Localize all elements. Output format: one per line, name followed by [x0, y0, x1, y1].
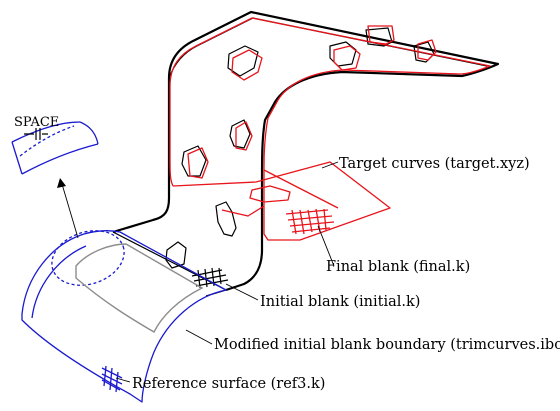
part-outline — [112, 10, 500, 292]
hole-top-left — [227, 45, 259, 77]
target-hole-slot — [221, 205, 265, 217]
target-hole-top-far — [417, 39, 437, 61]
leader-reference — [115, 377, 131, 383]
space-strip-top — [11, 121, 81, 143]
label-initial-blank: Initial blank (initial.k) — [260, 294, 420, 310]
target-hole-wall-upper — [235, 121, 253, 151]
space-inset: SPACE — [11, 115, 99, 175]
leader-final — [317, 225, 335, 267]
reference-dashed-ellipse — [51, 230, 125, 286]
reference-surface-outline — [21, 230, 227, 403]
annotations: Target curves (target.xyz) Final blank (… — [115, 156, 560, 392]
inset-arrow — [57, 178, 79, 239]
modified-boundary-curve — [75, 243, 204, 333]
hole-wall-mid — [215, 201, 237, 237]
formed-part — [112, 10, 500, 297]
target-part-outline — [169, 17, 491, 187]
reference-mesh — [101, 365, 123, 393]
hole-wall-upper — [229, 119, 251, 149]
reference-surface-inner-arc — [31, 245, 87, 319]
target-flange-fold — [263, 169, 339, 209]
space-dashed-line — [19, 125, 75, 157]
label-reference-surface: Reference surface (ref3.k) — [132, 376, 325, 392]
label-modified-boundary: Modified initial blank boundary (trimcur… — [214, 337, 560, 353]
space-gap-marker — [24, 128, 48, 140]
hole-wall-low — [165, 241, 187, 269]
label-final-blank: Final blank (final.k) — [326, 259, 470, 275]
target-curves — [169, 17, 491, 241]
target-bottom-flange — [172, 161, 391, 241]
target-hole-top-mid — [333, 45, 361, 71]
part-top-shoulder — [168, 17, 488, 79]
final-blank-mesh — [285, 208, 335, 235]
reference-surface — [21, 230, 227, 403]
hole-wall-left — [181, 145, 207, 177]
space-strip-ends — [11, 121, 99, 175]
target-hole-wall-left — [187, 147, 209, 179]
label-target-curves: Target curves (target.xyz) — [339, 156, 530, 172]
leader-modified — [185, 329, 213, 345]
space-label: SPACE — [14, 115, 59, 130]
target-hole-flange — [249, 185, 291, 203]
space-strip-bottom — [21, 143, 99, 175]
target-hole-top-right — [367, 25, 395, 45]
leader-target — [321, 161, 339, 169]
leader-initial — [225, 283, 259, 301]
hole-top-mid — [329, 41, 357, 67]
target-hole-top-left — [231, 49, 263, 81]
